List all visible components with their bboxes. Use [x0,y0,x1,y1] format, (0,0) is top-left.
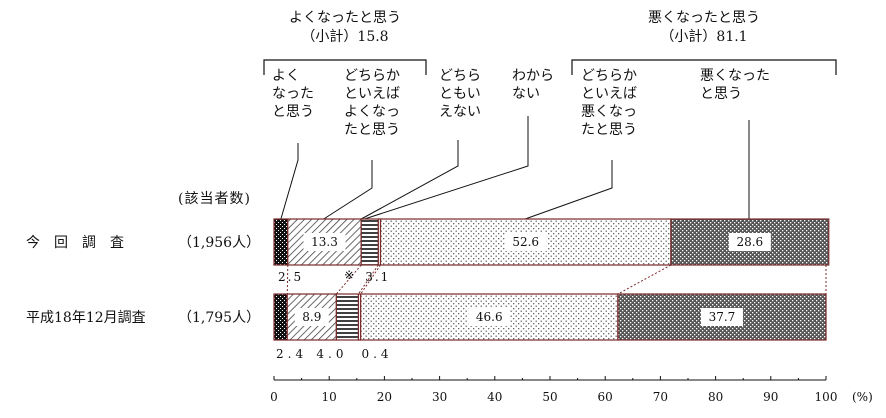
value-label-good-r1: 2.4 [276,347,307,361]
leader-line-4 [524,160,613,220]
bar-segment-r0-s5 [670,218,830,266]
footnote-mark: ※ [344,268,354,282]
x-tick-label: 40 [487,390,502,404]
group-bracket-bad [571,59,837,75]
category-label-1: 平成18年12月調査 [26,310,146,326]
connector-line-4 [617,264,672,295]
leader-line-1 [323,160,373,220]
series-label-1: どちらかといえばよくなったと思う [344,68,400,138]
x-tick-label: 70 [653,390,668,404]
bar-value-box [728,233,771,251]
x-tick-label: 100 [815,390,838,404]
leader-line-2 [360,140,459,220]
value-label-neutral-r0: 3.1 [365,270,390,284]
bar-value-label: 13.3 [311,235,338,249]
series-label-2: どちらともいえない [439,68,481,120]
group-title-bad: 悪くなったと思う [648,10,760,26]
series-label-3: わからない [512,68,554,102]
connector-line-3 [360,264,381,295]
bar-value-label: 52.6 [512,235,539,249]
x-tick-label: 80 [708,390,723,404]
x-tick-label: 30 [432,390,447,404]
leader-line-3 [364,116,529,220]
connector-line-0 [286,264,289,295]
x-tick-label: 90 [763,390,778,404]
bar-value-label: 8.9 [302,310,321,324]
x-tick-label: 50 [542,390,557,404]
bar-value-label: 28.6 [736,235,763,249]
group-subtitle-bad: （小計）81.1 [660,29,747,45]
bar-value-box [700,308,743,326]
bar-value-box [504,233,547,251]
bar-value-label: 37.7 [709,310,736,324]
bar-value-box [468,308,511,326]
group-bracket-good [263,59,427,75]
group-title-good: よくなったと思う [289,10,401,26]
series-label-5: 悪くなったと思う [700,68,770,102]
count-label-1: （1,795人） [178,310,260,326]
bar-value-box [294,308,329,326]
x-tick-label: 10 [322,390,337,404]
x-unit-label: (%) [852,390,873,404]
category-label-0: 今 回 調 査 [26,235,124,251]
bar-segment-r1-s2 [335,293,360,341]
leader-line-0 [280,143,299,220]
connector-line-2 [358,264,379,295]
x-tick-label: 60 [598,390,613,404]
bar-segment-r0-s0 [273,218,289,266]
bar-segment-r0-s2 [360,218,379,266]
value-label-good-r0: 2.5 [278,270,303,284]
count-label-0: （1,956人） [178,235,260,251]
bar-value-label: 46.6 [476,310,503,324]
group-subtitle-good: （小計）15.8 [301,29,388,45]
bar-value-box [303,233,346,251]
series-label-0: よくなったと思う [272,68,314,120]
x-tick-label: 0 [270,390,278,404]
bar-segment-r1-s0 [273,293,288,341]
value-label-neutral-r1: 4.0 [316,347,347,361]
value-label-unknown-r1: 0.4 [361,347,392,361]
respondent-header: (該当者数) [178,191,251,207]
x-tick-label: 20 [377,390,392,404]
series-label-4: どちらかといえば悪くなったと思う [581,68,637,138]
